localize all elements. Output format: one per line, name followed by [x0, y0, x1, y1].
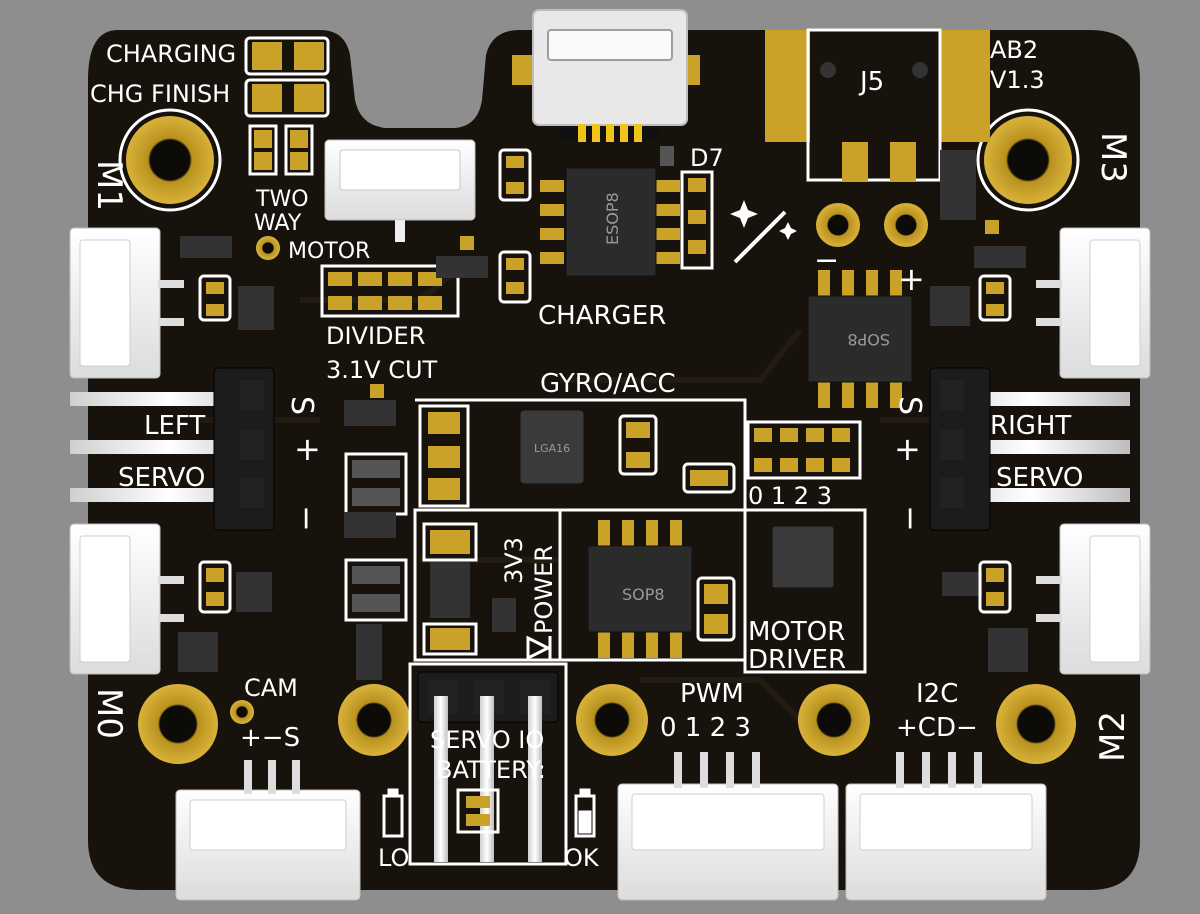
mount-hole-b2 — [576, 684, 648, 756]
imu-marking: LGA16 — [534, 442, 570, 455]
version-label: V1.3 — [990, 66, 1045, 94]
pcb-outline — [88, 30, 1140, 890]
motor-ic-marking: SOP8 — [847, 330, 890, 349]
charger-label: CHARGER — [538, 301, 666, 331]
battery-label: BATTERY: — [436, 756, 546, 784]
cut-3v1-label: 3.1V CUT — [326, 356, 438, 384]
charging-label: CHARGING — [106, 40, 236, 68]
motor-connector-right-bottom[interactable] — [1036, 523, 1151, 675]
mount-hole-b1 — [338, 684, 410, 756]
minus-top: − — [814, 243, 839, 278]
right-servo-label-1: RIGHT — [990, 411, 1071, 441]
motor-connector-right-top[interactable] — [1036, 227, 1151, 379]
revision-label: AB2 — [990, 36, 1038, 64]
pwm-digits-label: 0 1 2 3 — [660, 713, 751, 743]
left-servo-label-2: SERVO — [118, 463, 205, 493]
mount-hole-tr — [976, 108, 1080, 212]
motor-connector-left-top[interactable] — [69, 227, 184, 379]
magic-wand-icon — [730, 200, 797, 264]
left-servo-label-1: LEFT — [144, 411, 205, 441]
mount-hole-b3 — [798, 684, 870, 756]
left-minus-label: − — [288, 505, 326, 532]
plus-top: + — [898, 260, 925, 298]
right-servo-label-2: SERVO — [996, 463, 1083, 493]
motor-m1-label: M1 — [89, 160, 129, 211]
i2c-connector[interactable] — [845, 752, 1047, 901]
motor-m2-label: M2 — [1093, 711, 1133, 762]
motor-driver-label-1: MOTOR — [748, 617, 845, 647]
mid-ic-marking: SOP8 — [622, 585, 665, 604]
power-3v3-label: 3V3 — [500, 537, 528, 584]
battery-led-pads — [456, 788, 500, 834]
motor-m3-label: M3 — [1093, 132, 1133, 183]
pwm-label: PWM — [680, 679, 744, 709]
usb-connector[interactable] — [512, 9, 700, 142]
mount-hole-tl — [118, 108, 222, 212]
charger-ic-marking: ESOP8 — [603, 192, 622, 245]
via-small-2 — [230, 700, 254, 724]
j5-label: J5 — [858, 67, 884, 97]
motor-driver-label-2: DRIVER — [748, 645, 846, 675]
battery-ok-icon — [574, 788, 596, 838]
cam-connector[interactable] — [175, 760, 361, 901]
charger-ic — [540, 167, 680, 277]
motor-m0-label: M0 — [89, 688, 129, 739]
d7-label: D7 — [690, 144, 724, 172]
gyro-acc-label: GYRO/ACC — [540, 369, 676, 399]
servo-io-label: SERVO IO — [430, 726, 544, 754]
motor-driver-block — [743, 508, 867, 674]
divider-label: DIVIDER — [326, 322, 425, 350]
two-way-label-2: WAY — [254, 211, 302, 236]
gyro-acc-block — [415, 398, 862, 510]
left-servo-header[interactable] — [70, 367, 275, 531]
charge-led-pads — [244, 36, 330, 118]
i2c-pins-label: +CD− — [896, 713, 978, 743]
two-way-label-1: TWO — [255, 187, 309, 212]
divider-pads — [320, 264, 460, 318]
right-minus-label: − — [892, 505, 930, 532]
battery-low-label: LO — [378, 844, 409, 872]
servo-id-digits: 0 1 2 3 — [748, 482, 832, 510]
power-label: POWER — [530, 545, 558, 634]
power-3v3-block — [413, 508, 562, 662]
two-way-jumper — [248, 124, 314, 176]
mount-hole-br — [996, 684, 1076, 764]
right-plus-label: + — [894, 430, 921, 468]
motor-connector-top[interactable] — [324, 139, 476, 242]
motor-connector-left-bottom[interactable] — [69, 523, 184, 675]
left-plus-label: + — [294, 430, 321, 468]
chg-finish-label: CHG FINISH — [90, 80, 230, 108]
pwm-connector[interactable] — [617, 752, 839, 901]
right-signal-label: S — [892, 396, 927, 415]
battery-low-icon — [382, 788, 404, 838]
motor-jumper-label: MOTOR — [288, 239, 370, 264]
left-signal-label: S — [284, 396, 319, 415]
smd-components — [178, 146, 1028, 680]
i2c-label: I2C — [916, 679, 958, 709]
via-small-1 — [256, 236, 280, 260]
cam-label: CAM — [244, 674, 298, 702]
j5-battery-pad — [765, 28, 990, 247]
right-servo-header[interactable] — [929, 367, 1130, 531]
motor-ic-top — [807, 270, 913, 408]
diode-symbol-icon — [526, 635, 552, 661]
cam-pins-label: +−S — [240, 723, 300, 753]
mount-hole-bl — [138, 684, 218, 764]
battery-ok-label: OK — [564, 844, 600, 872]
